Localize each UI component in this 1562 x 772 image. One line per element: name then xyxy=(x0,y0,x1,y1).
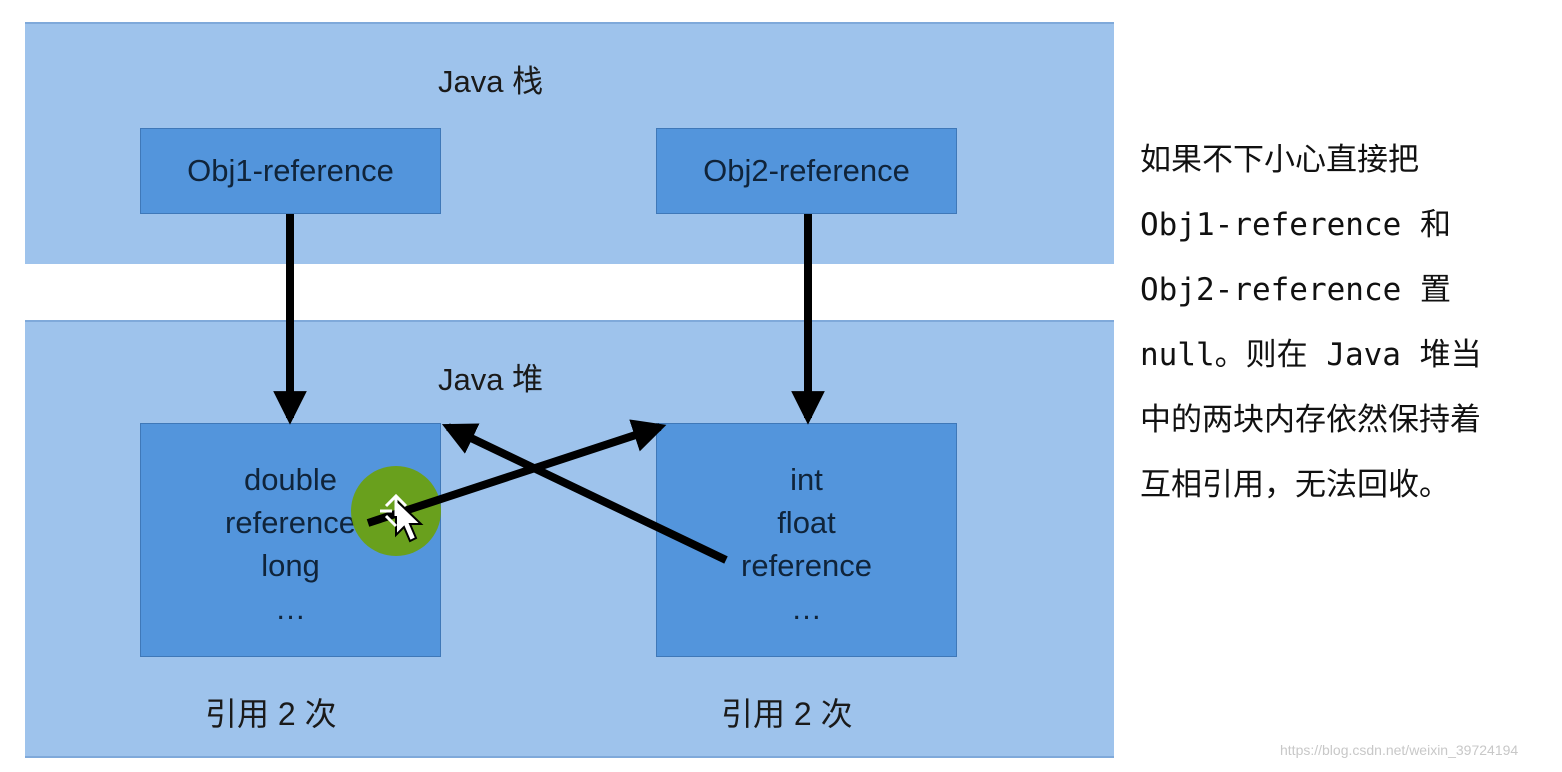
field-item: long xyxy=(261,548,320,583)
field-item: float xyxy=(777,505,836,540)
field-item: reference xyxy=(225,505,356,540)
java-stack-title: Java 栈 xyxy=(438,64,544,99)
obj2-reference-label: Obj2-reference xyxy=(703,153,910,188)
heap-object-2-fields: int float reference … xyxy=(657,458,956,630)
field-item: double xyxy=(243,462,338,497)
note-line: Obj2-reference 置 xyxy=(1140,272,1451,308)
obj2-reference-box: Obj2-reference xyxy=(656,128,957,214)
object-1-reference-count: 引用 2 次 xyxy=(205,696,337,732)
note-line: 互相引用，无法回收。 xyxy=(1140,467,1450,503)
explanation-note: 如果不下小心直接把 Obj1-reference 和 Obj2-referenc… xyxy=(1140,128,1550,518)
field-item: … xyxy=(275,591,306,626)
java-heap-title: Java 堆 xyxy=(438,362,544,397)
field-item: int xyxy=(790,462,823,497)
note-line: null。则在 Java 堆当 xyxy=(1140,337,1482,373)
note-line: Obj1-reference 和 xyxy=(1140,207,1451,243)
obj1-reference-box: Obj1-reference xyxy=(140,128,441,214)
note-line: 如果不下小心直接把 xyxy=(1140,142,1419,178)
heap-object-2: int float reference … xyxy=(656,423,957,657)
watermark: https://blog.csdn.net/weixin_39724194 xyxy=(1280,742,1519,758)
note-line: 中的两块内存依然保持着 xyxy=(1140,402,1481,438)
heap-object-1: double reference long … xyxy=(140,423,441,657)
field-item: reference xyxy=(741,548,872,583)
heap-object-1-fields: double reference long … xyxy=(141,458,440,630)
object-2-reference-count: 引用 2 次 xyxy=(721,696,853,732)
obj1-reference-label: Obj1-reference xyxy=(187,153,394,188)
field-item: … xyxy=(791,591,822,626)
